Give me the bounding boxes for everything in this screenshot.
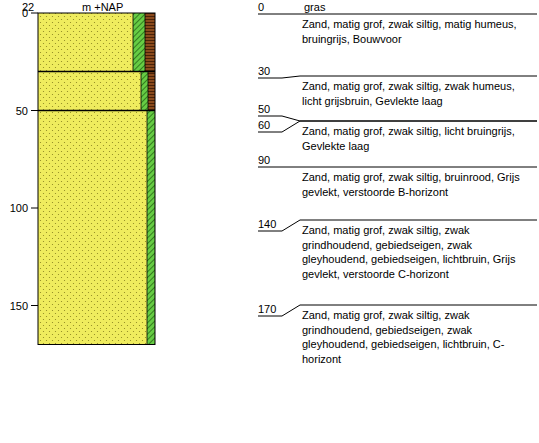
surface-label: gras <box>304 0 325 14</box>
depth-label: 30 <box>258 64 270 78</box>
depth-label: 0 <box>258 0 264 14</box>
layer-description: Zand, matig grof, zwak siltig, licht bru… <box>302 124 534 153</box>
depth-label: 140 <box>258 217 276 231</box>
depth-label: 170 <box>258 302 276 316</box>
leader-line <box>258 167 537 168</box>
leader-line <box>258 76 537 78</box>
layer-description: Zand, matig grof, zwak siltig, bruinrood… <box>302 170 534 199</box>
layer-description: Zand, matig grof, zwak siltig, zwak grin… <box>302 223 534 281</box>
depth-axis-value: 0 <box>0 6 28 20</box>
depth-label: 90 <box>258 153 270 167</box>
layer-description: Zand, matig grof, zwak siltig, zwak grin… <box>302 308 534 366</box>
leader-line <box>258 116 537 121</box>
depth-label: 50 <box>258 102 270 116</box>
elevation-unit: m +NAP <box>82 0 123 14</box>
depth-label: 60 <box>258 118 270 132</box>
leader-line <box>258 14 537 15</box>
layer-description: Zand, matig grof, zwak siltig, zwak hume… <box>302 79 534 108</box>
column-lines <box>31 13 155 345</box>
depth-axis-value: 100 <box>0 201 28 215</box>
depth-axis-value: 150 <box>0 299 28 313</box>
depth-axis-value: 50 <box>0 104 28 118</box>
layer-fills <box>38 13 155 345</box>
layer-description: Zand, matig grof, zwak siltig, matig hum… <box>302 17 534 46</box>
